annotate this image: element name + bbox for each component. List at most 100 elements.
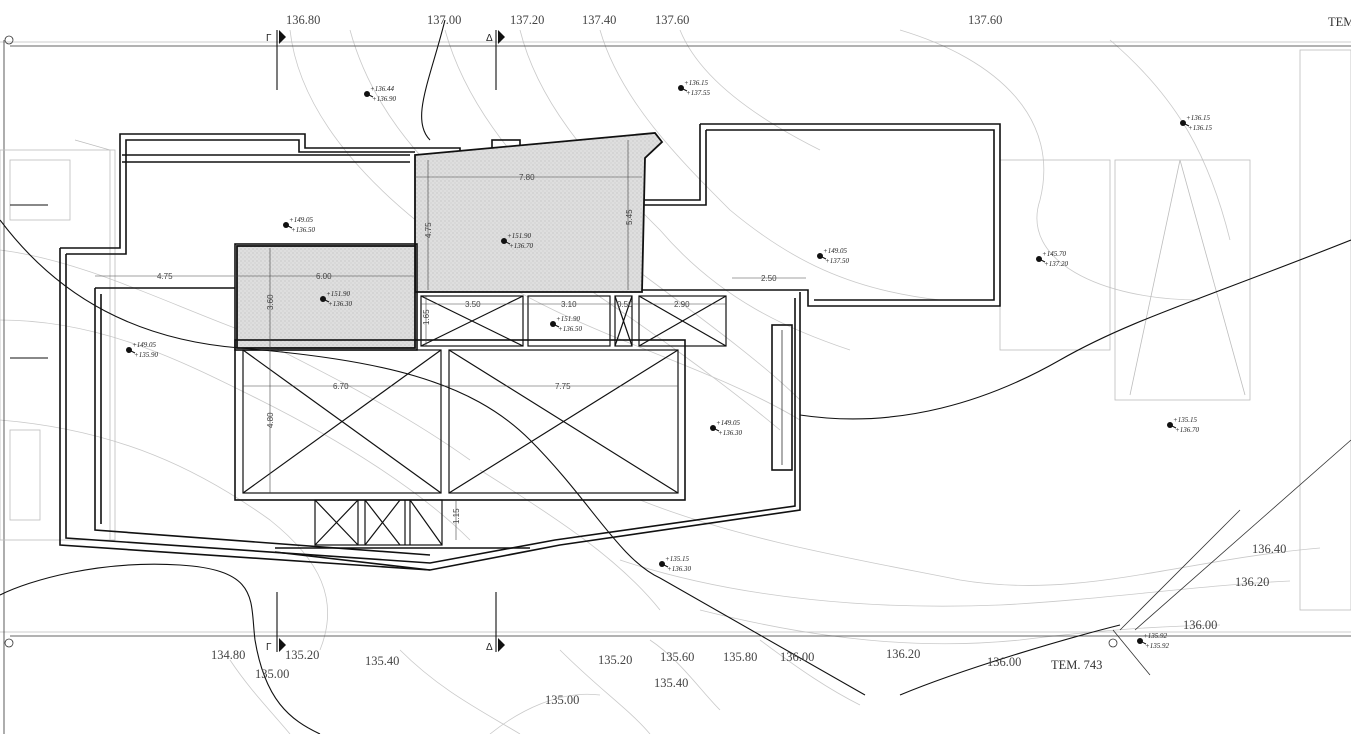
svg-text:+136.15: +136.15 [684,79,708,87]
level-marker-leader [661,563,669,568]
contour-lines [0,29,1321,734]
contour-label: 137.00 [427,13,461,27]
svg-text:+149.05: +149.05 [289,216,313,224]
contour-label: 136.00 [987,655,1021,669]
svg-text:+137.55: +137.55 [686,89,710,97]
svg-text:+151.90: +151.90 [326,290,350,298]
building-outline [59,123,1001,571]
tem-label-bottom: TEM. 743 [1051,658,1102,672]
level-annotation: +149.05+135.90 [132,341,158,359]
section-mark-delta-bottom: Δ [486,642,493,653]
svg-text:+136.50: +136.50 [558,325,582,333]
svg-text:+136.30: +136.30 [667,565,691,573]
dimension-label: 3.60 [266,294,275,310]
svg-text:+136.30: +136.30 [718,429,742,437]
level-annotation: +135.92 +135.92 [1143,632,1169,650]
contour-label: 137.60 [655,13,689,27]
contour-label: 136.00 [780,650,814,664]
level-annotation: +135.15 +136.30 [665,555,691,573]
dimension-label: 2.50 [761,274,777,283]
svg-text:+151.90: +151.90 [556,315,580,323]
dimension-label: 5.45 [625,209,634,225]
level-marker-leader [1038,258,1046,263]
svg-text:+137.50: +137.50 [825,257,849,265]
dimension-label: 0.50 [617,300,633,309]
dimension-label: 6.00 [316,272,332,281]
level-marker-leader [552,323,560,328]
svg-text:+151.90: +151.90 [507,232,531,240]
dimension-label: 3.10 [561,300,577,309]
level-annotation: +149.05 +136.30 [716,419,742,437]
contour-label: 137.20 [510,13,544,27]
level-annotation: +151.90 +136.70 [507,232,533,250]
svg-text:+136.70: +136.70 [509,242,533,250]
contour-label: 136.00 [1183,618,1217,632]
svg-text:+135.92: +135.92 [1143,632,1167,640]
svg-text:+149.05: +149.05 [823,247,847,255]
contour-label: 135.00 [255,667,289,681]
contour-label: 137.60 [968,13,1002,27]
dimension-label: 6.70 [333,382,349,391]
level-marker-leader [366,93,374,98]
svg-text:+136.44: +136.44 [370,85,394,93]
contour-label: 134.80 [211,648,245,662]
contour-label: 136.40 [1252,542,1286,556]
dimension-label: 7.75 [555,382,571,391]
svg-text:+136.15: +136.15 [1188,124,1212,132]
dimension-label: 4.75 [157,272,173,281]
level-marker-leader [1169,424,1177,429]
level-annotation: +151.90 +136.30 [326,290,352,308]
contour-label: 135.20 [598,653,632,667]
contour-label: 136.20 [886,647,920,661]
dimension-label: 1.65 [422,309,431,325]
section-mark-gamma-bottom: Γ [266,642,272,653]
section-markers [276,30,505,652]
roof-hatch [236,132,664,349]
contour-label: 135.00 [545,693,579,707]
level-annotation: +145.70 +137.20 [1042,250,1068,268]
svg-text:+135.15: +135.15 [665,555,689,563]
dimension-label: 4.80 [266,412,275,428]
level-marker-leader [503,240,511,245]
level-marker-leader [1139,640,1147,645]
level-annotation: +151.90 +136.50 [556,315,582,333]
level-marker-leader [712,427,720,432]
level-annotation: +149.05 +137.50 [823,247,849,265]
svg-text:+137.20: +137.20 [1044,260,1068,268]
dimension-label: 4.75 [424,222,433,238]
dimension-label: 2.90 [674,300,690,309]
section-mark-delta-top: Δ [486,33,493,44]
void-boxes [234,243,727,546]
contour-label: 136.20 [1235,575,1269,589]
level-marker-leader [322,298,330,303]
contour-label: 135.80 [723,650,757,664]
contour-label: 136.80 [286,13,320,27]
level-marker-leader [128,349,136,354]
contour-label: 137.40 [582,13,616,27]
contour-label: 135.40 [654,676,688,690]
dimension-label: 7.80 [519,173,535,182]
level-annotation: +136.15 +136.15 [1186,114,1212,132]
level-annotation: +136.15 +137.55 [684,79,710,97]
svg-text:+136.30: +136.30 [328,300,352,308]
dimension-label: 3.50 [465,300,481,309]
svg-text:+135.92: +135.92 [1145,642,1169,650]
contour-label: 135.20 [285,648,319,662]
level-annotation: +149.05+136.50 [289,216,315,234]
svg-text:+149.05: +149.05 [716,419,740,427]
svg-text:+149.05: +149.05 [132,341,156,349]
level-annotation: +135.15+136.70 [1173,416,1199,434]
svg-text:+136.90: +136.90 [372,95,396,103]
site-frame [0,35,1351,734]
level-marker-leader [285,224,293,229]
boundary-curves [0,19,1351,734]
level-marker-symbols [126,85,1190,645]
level-marker-leader [1182,122,1190,127]
svg-text:+136.15: +136.15 [1186,114,1210,122]
svg-text:+145.70: +145.70 [1042,250,1066,258]
section-mark-gamma-top: Γ [266,33,272,44]
contour-label: 135.60 [660,650,694,664]
level-marker-leader [819,255,827,260]
tem-label-top: TEM [1328,15,1351,29]
